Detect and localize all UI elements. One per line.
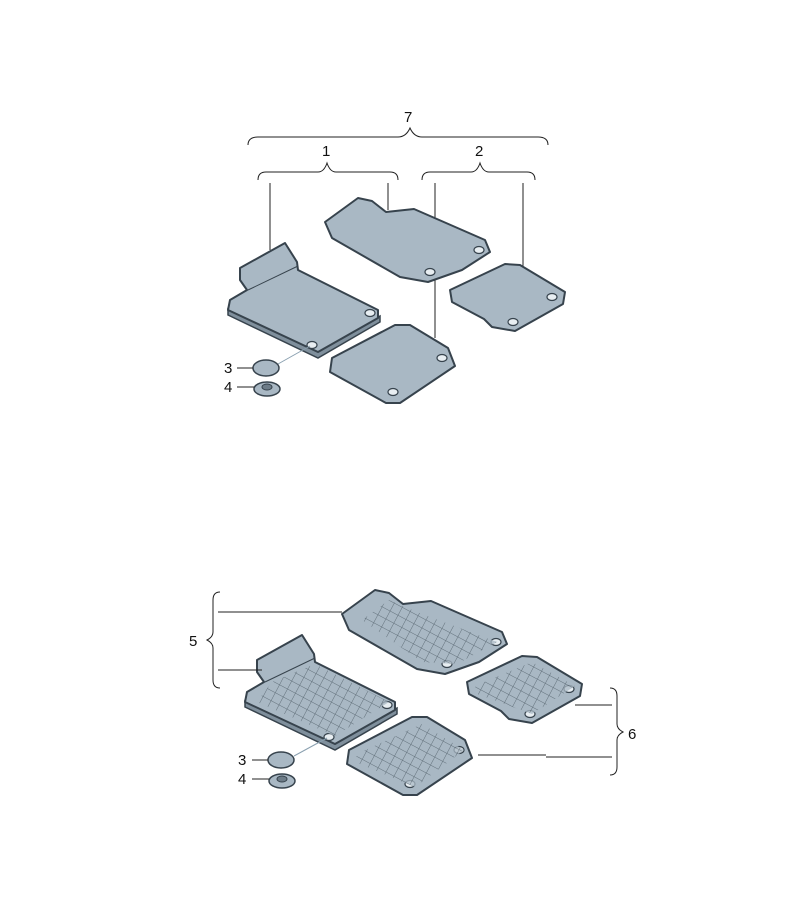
label-6: 6 (628, 726, 636, 743)
label-5: 5 (189, 633, 197, 650)
label-2: 2 (475, 143, 483, 160)
cap-part-bottom (267, 751, 295, 769)
mat-rear-left (324, 197, 491, 283)
bracket-5 (205, 591, 221, 689)
top-section: 7 1 2 3 4 (224, 109, 566, 404)
bottom-section: 5 6 3 4 (189, 589, 636, 796)
bracket-rear (421, 161, 536, 181)
mat-rear-right (449, 263, 566, 332)
label-4: 4 (224, 379, 232, 396)
bracket-front (257, 161, 399, 181)
label-7: 7 (404, 109, 412, 126)
cap-part (252, 359, 280, 377)
bracket-set (247, 126, 549, 146)
label-1: 1 (322, 143, 330, 160)
label-3-bottom: 3 (238, 752, 246, 769)
bracket-6 (609, 687, 625, 776)
rubber-grid-texture (257, 600, 575, 787)
label-4-bottom: 4 (238, 771, 246, 788)
label-3: 3 (224, 360, 232, 377)
mat-front-left (227, 242, 381, 359)
